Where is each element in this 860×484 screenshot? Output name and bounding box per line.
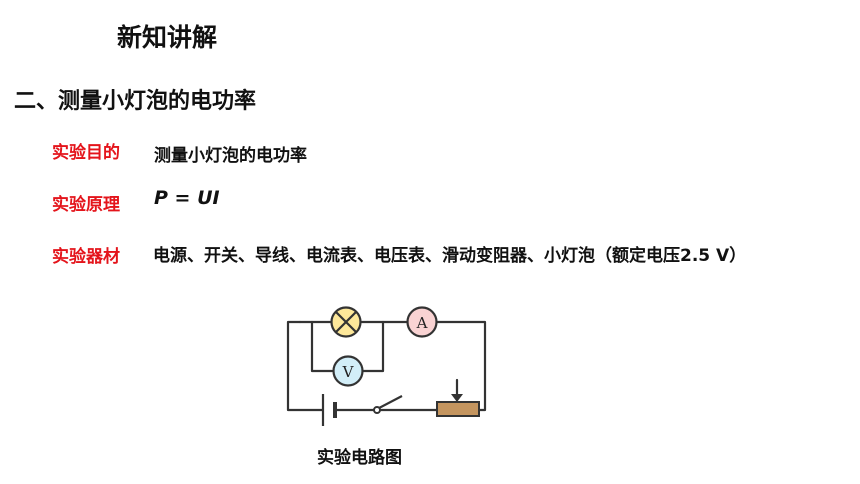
switch-lever [378, 395, 403, 409]
materials-label: 实验器材 [52, 247, 120, 267]
principle-formula: P = UI [154, 187, 220, 209]
battery-symbol [321, 394, 337, 426]
purpose-label: 实验目的 [52, 143, 120, 163]
switch-symbol [373, 395, 403, 414]
principle-label: 实验原理 [52, 195, 120, 215]
voltmeter-symbol: V [332, 355, 364, 387]
section-title: 二、测量小灯泡的电功率 [14, 89, 257, 114]
ammeter-letter: A [416, 314, 428, 332]
page-title: 新知讲解 [117, 23, 218, 52]
lamp-symbol [330, 306, 362, 338]
rheostat-body [436, 401, 480, 417]
diagram-caption: 实验电路图 [317, 448, 402, 468]
voltmeter-letter: V [342, 363, 355, 381]
rheostat-symbol [436, 394, 480, 417]
switch-contact [373, 406, 381, 414]
ammeter-symbol: A [406, 306, 438, 338]
ammeter-icon [406, 306, 438, 338]
purpose-value: 测量小灯泡的电功率 [154, 146, 307, 166]
voltmeter-icon [332, 355, 364, 387]
rheostat-slider-arrow [451, 394, 463, 402]
materials-value: 电源、开关、导线、电流表、电压表、滑动变阻器、小灯泡（额定电压2.5 V） [153, 246, 747, 266]
